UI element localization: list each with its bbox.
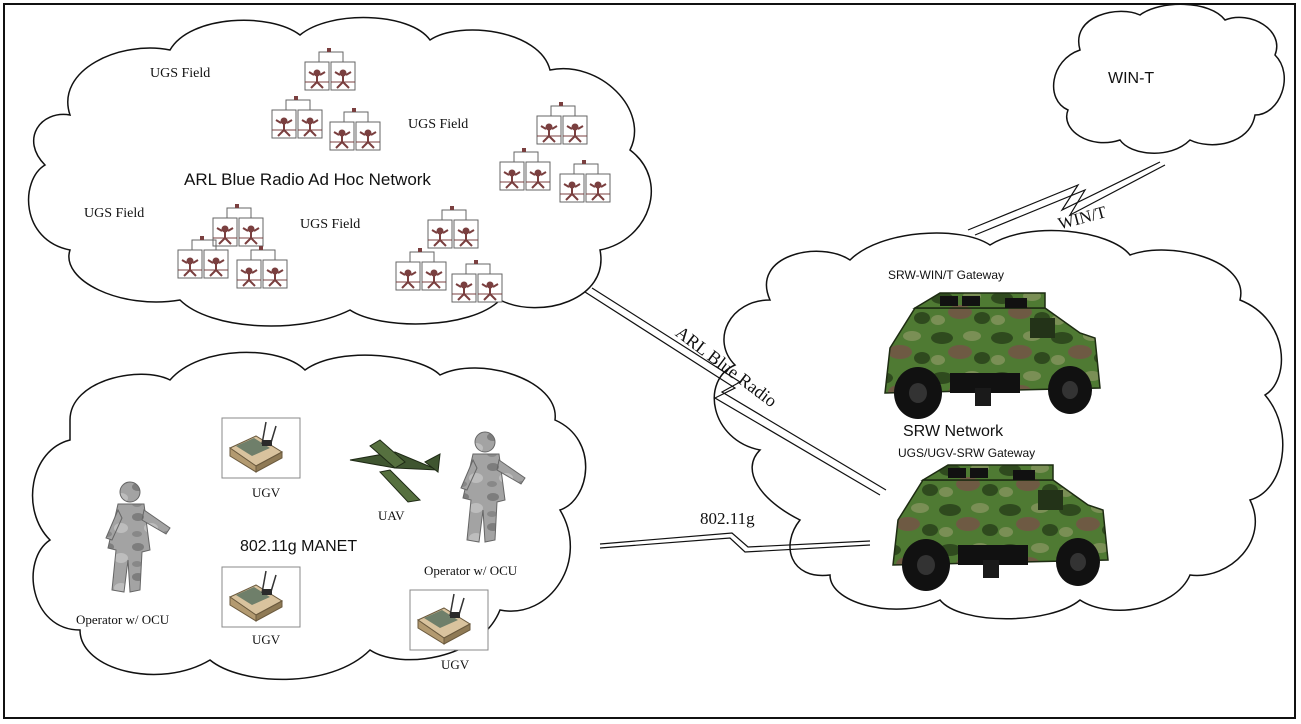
ugs-field-label: UGS Field (300, 217, 361, 232)
blue-radio-link-2 (591, 287, 887, 491)
srw-network-title: SRW Network (903, 423, 1004, 440)
ugv-label: UGV (252, 632, 281, 647)
ugs-field-label: UGS Field (408, 117, 469, 132)
operator-label: Operator w/ OCU (76, 612, 170, 627)
diagram-frame (3, 3, 1296, 719)
ugs-ugv-srw-gateway-label: UGS/UGV-SRW Gateway (898, 446, 1036, 460)
blue-radio-link (584, 291, 881, 496)
operator-label: Operator w/ OCU (424, 563, 518, 578)
ugv-label: UGV (252, 485, 281, 500)
win-t-title: WIN-T (1108, 70, 1155, 87)
wifi-link-2 (599, 532, 871, 548)
ugv-robot-icon (221, 566, 301, 628)
ugv-label: UGV (441, 657, 470, 672)
srw-win-t-gateway-label: SRW-WIN/T Gateway (888, 268, 1005, 282)
srw-network-cloud (713, 229, 1284, 620)
uav-plane-icon (349, 439, 441, 503)
ugs-field-label: UGS Field (150, 66, 211, 81)
blue-radio-network-title: ARL Blue Radio Ad Hoc Network (184, 170, 431, 189)
wifi-link-label: 802.11g (700, 509, 755, 528)
win-t-cloud (1052, 3, 1285, 154)
wifi-link (599, 537, 871, 553)
ugv-robot-icon (409, 589, 489, 651)
ugv-robot-icon (221, 417, 301, 479)
manet-title: 802.11g MANET (240, 538, 358, 555)
win-t-link-2 (967, 161, 1161, 231)
uav-label: UAV (378, 508, 405, 523)
blue-radio-network-cloud (27, 16, 652, 327)
ugs-field-label: UGS Field (84, 206, 145, 221)
